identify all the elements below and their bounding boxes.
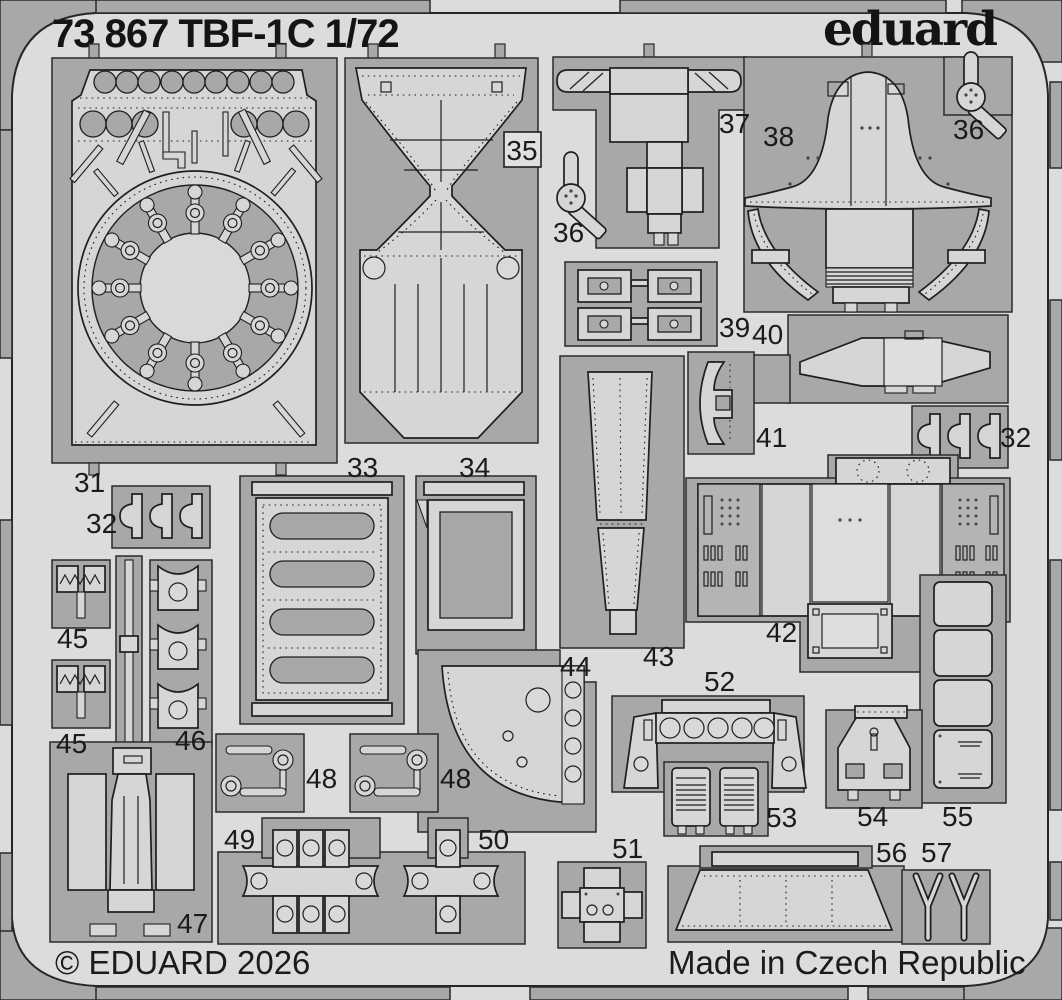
brand-logo: eduard — [823, 2, 997, 57]
part-label-37: 37 — [719, 108, 750, 139]
part-36-right-governor — [943, 51, 1013, 140]
part-label-32-left: 32 — [86, 508, 117, 539]
part-label-33: 33 — [347, 452, 378, 483]
part-label-51: 51 — [612, 833, 643, 864]
part-54-bulkhead — [825, 705, 923, 809]
part-48-right-levers — [349, 733, 439, 813]
part-48-left-levers — [215, 733, 305, 813]
part-55-stacked-boxes — [919, 574, 1007, 804]
part-label-48-right: 48 — [440, 763, 471, 794]
part-38-cowl — [743, 43, 1013, 313]
part-label-35: 35 — [506, 135, 537, 166]
part-41-bracket — [687, 351, 755, 455]
part-label-39: 39 — [719, 312, 750, 343]
part-label-40: 40 — [752, 319, 783, 350]
part-label-56: 56 — [876, 837, 907, 868]
part-label-41: 41 — [756, 422, 787, 453]
part-label-box-35 — [503, 131, 542, 168]
part-51-mount — [557, 861, 647, 949]
sheet-title: 73 867 TBF-1C 1/72 — [52, 12, 399, 56]
part-label-49: 49 — [224, 824, 255, 855]
part-45-lower-spring — [51, 659, 111, 729]
part-39-frames — [564, 261, 718, 347]
part-number-labels: 31 32 33 34 35 36 37 38 36 39 40 41 32 4… — [56, 108, 1031, 939]
left-sidewall-details — [703, 495, 748, 587]
part-label-43: 43 — [643, 641, 674, 672]
part-43-tapered-strip — [559, 355, 685, 649]
part-57-v-braces — [901, 869, 991, 945]
part-label-57: 57 — [921, 837, 952, 868]
part-45-upper-spring — [51, 559, 111, 629]
part-label-36-left: 36 — [553, 217, 584, 248]
part-label-32-right: 32 — [1000, 422, 1031, 453]
part-label-45-upper: 45 — [57, 623, 88, 654]
made-in-text: Made in Czech Republic — [668, 944, 1026, 981]
part-46-saddle-clamps — [115, 555, 213, 749]
part-label-42: 42 — [766, 617, 797, 648]
part-35-canopy-frame — [344, 43, 542, 444]
part-label-47: 47 — [177, 908, 208, 939]
part-49-50-hinges — [217, 817, 526, 945]
part-49-assembly — [241, 829, 380, 934]
part-label-38: 38 — [763, 121, 794, 152]
cowling-bottom-slits — [86, 130, 306, 438]
part-37-seat — [552, 43, 747, 249]
cowling-cylinders — [91, 184, 299, 392]
part-label-46: 46 — [175, 725, 206, 756]
part-label-36-right: 36 — [953, 114, 984, 145]
part-56-bay-door — [667, 845, 905, 943]
part-47-gun-tub — [49, 741, 213, 943]
copyright-text: © EDUARD 2026 — [55, 944, 310, 981]
part-52-frame — [611, 695, 807, 793]
part-36-left-governor — [556, 151, 607, 240]
part-33-slotted-panel — [239, 475, 405, 725]
part-label-34: 34 — [459, 452, 490, 483]
part-label-45-lower: 45 — [56, 728, 87, 759]
part-label-48-left: 48 — [306, 763, 337, 794]
part-32-left-clips — [111, 485, 211, 549]
part-label-31: 31 — [74, 467, 105, 498]
part-label-50: 50 — [478, 824, 509, 855]
part-label-53: 53 — [766, 802, 797, 833]
part-label-55: 55 — [942, 801, 973, 832]
part-50-assembly — [402, 829, 500, 934]
part-40-fairing — [751, 314, 1009, 404]
part-31-engine-cowling — [51, 43, 338, 476]
part-label-52: 52 — [704, 666, 735, 697]
part-label-54: 54 — [857, 801, 888, 832]
part-53-louvers — [663, 761, 769, 837]
part-44-quarter-panel — [417, 649, 597, 833]
part-34-frame-panel — [415, 475, 537, 655]
part-label-44: 44 — [560, 651, 591, 682]
